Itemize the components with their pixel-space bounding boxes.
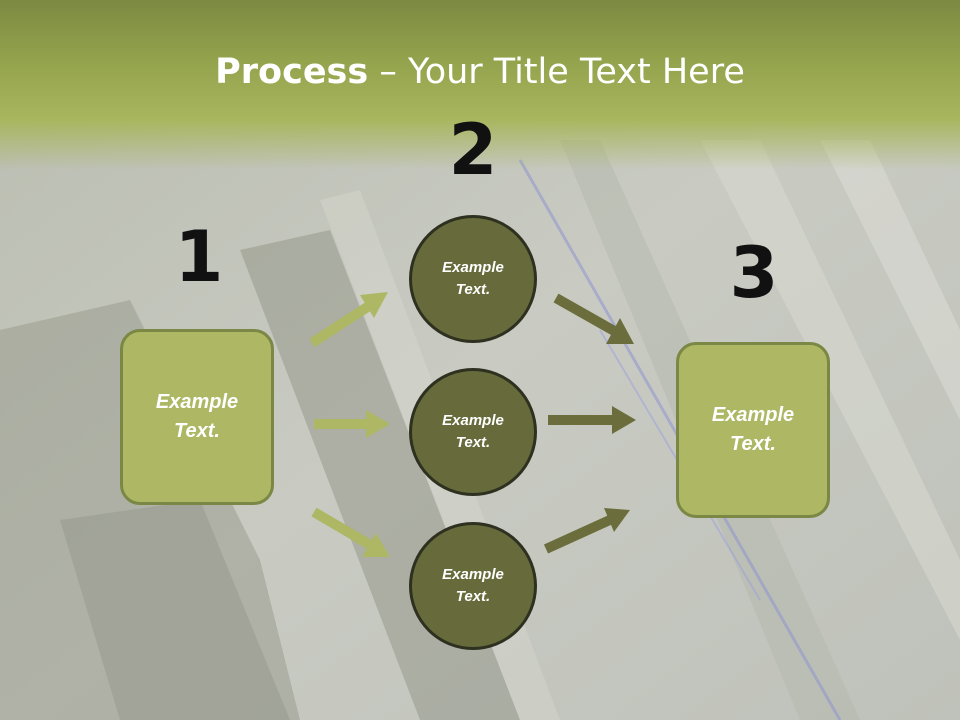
step-2-circle-middle-text: Example Text. [442, 411, 504, 452]
step-2-circle-bottom: Example Text. [409, 522, 537, 650]
header-band [0, 0, 960, 170]
title-rest: – Your Title Text Here [368, 52, 745, 92]
step-1-number: 1 [174, 216, 224, 298]
title-bold: Process [215, 52, 369, 92]
slide-title: Process – Your Title Text Here [0, 52, 960, 92]
step-2-circle-top: Example Text. [409, 215, 537, 343]
step-3-box: Example Text. [676, 342, 830, 518]
step-1-box: Example Text. [120, 329, 274, 505]
step-1-text: Example Text. [155, 391, 239, 442]
step-2-number: 2 [448, 109, 498, 191]
step-3-number: 3 [729, 232, 779, 314]
step-2-circle-top-text: Example Text. [442, 258, 504, 299]
step-3-text: Example Text. [711, 404, 795, 455]
step-2-circle-bottom-text: Example Text. [442, 565, 504, 606]
step-2-circle-middle: Example Text. [409, 368, 537, 496]
